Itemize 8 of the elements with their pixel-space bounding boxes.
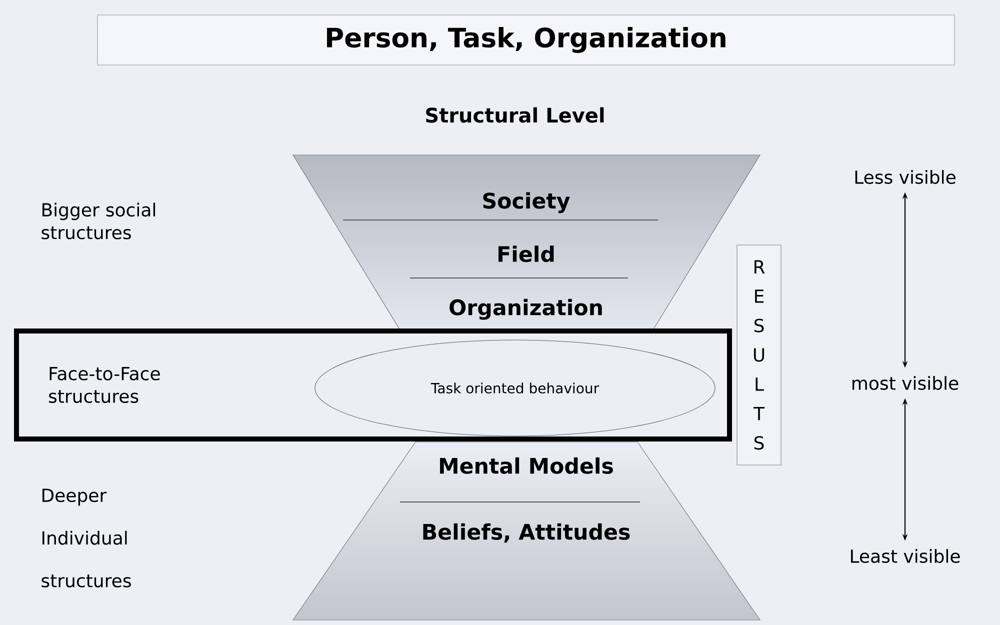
- visibility-label: Least visible: [851, 549, 960, 563]
- heading: Structural Level: [426, 107, 604, 123]
- visibility-label: Less visible: [855, 170, 956, 184]
- visibility-label: most visible: [852, 376, 958, 390]
- title-box: Person, Task, Organization: [97, 14, 955, 66]
- level-label: Deeper Individual structures: [42, 488, 131, 588]
- level-label: Bigger social structures: [42, 202, 156, 240]
- results-box: RESULTS: [736, 244, 782, 466]
